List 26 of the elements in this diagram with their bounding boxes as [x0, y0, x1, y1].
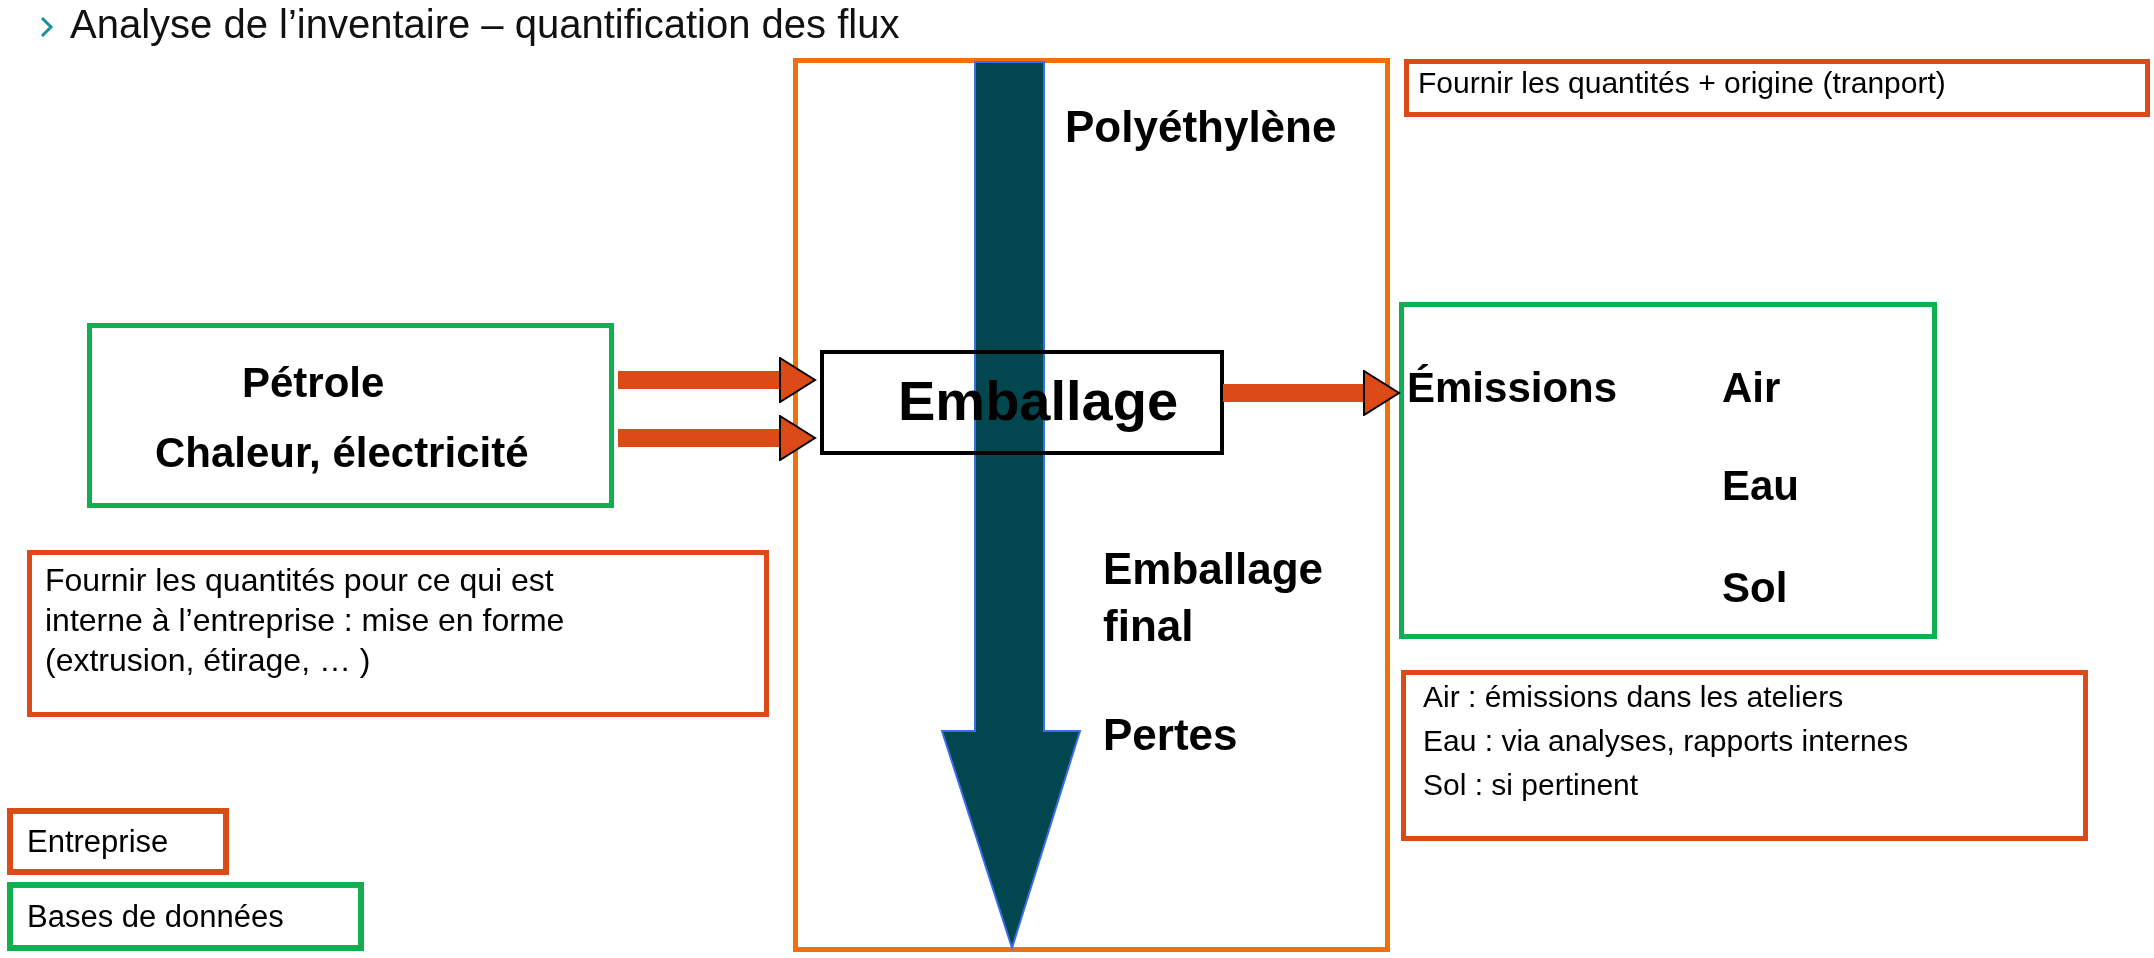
note-text: Fournir les quantités + origine (tranport): [1418, 65, 1946, 101]
note-box: [1404, 59, 2150, 117]
block-arrow: [1223, 370, 1400, 416]
output-box: [1399, 302, 1937, 639]
input-label: Pétrole: [242, 358, 385, 408]
note-box: [1401, 670, 2088, 841]
system-boundary-box: [793, 58, 1390, 952]
flow-label: Emballage final: [1103, 543, 1325, 653]
output-label: Air: [1722, 363, 1781, 413]
note-text: Air : émissions dans les ateliers: [1423, 679, 1844, 715]
note-text: Fournir les quantités pour ce qui est interne à l’entreprise : mise en forme (extrusion, étirage, … ): [45, 561, 566, 680]
flow-label: Polyéthylène: [1065, 101, 1337, 153]
title: Analyse de l’inventaire – quantification des flux: [70, 2, 900, 47]
output-label: Sol: [1722, 563, 1788, 613]
output-label: Eau: [1722, 461, 1800, 511]
legend-text: Entreprise: [27, 823, 169, 860]
note-text: Eau : via analyses, rapports internes: [1423, 723, 1909, 759]
output-label: Émissions: [1407, 363, 1618, 413]
block-arrow: [618, 357, 816, 403]
note-box: [27, 550, 769, 717]
input-label: Chaleur, électricité: [155, 428, 529, 478]
legend-text: Bases de données: [27, 898, 284, 935]
note-text: Sol : si pertinent: [1423, 767, 1639, 803]
input-box: [87, 323, 614, 508]
flow-label: Pertes: [1103, 709, 1238, 761]
block-arrow: [618, 415, 816, 461]
